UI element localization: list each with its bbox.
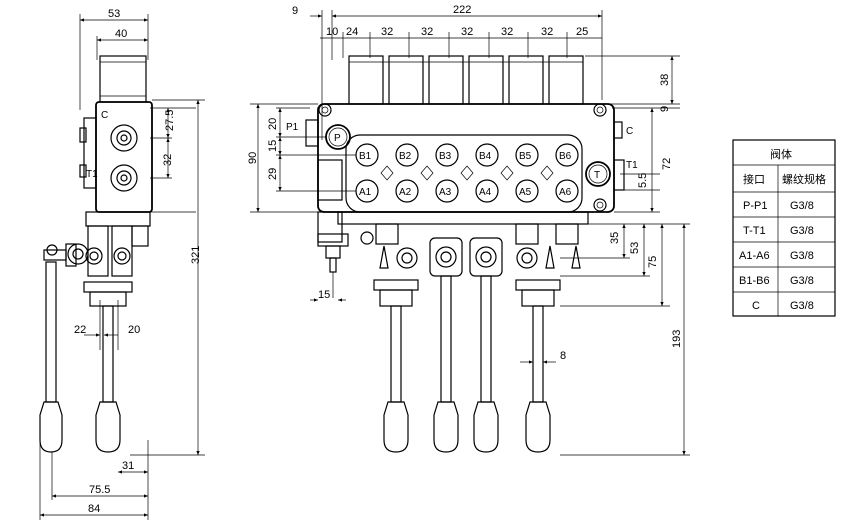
- spec-table: 阀体 接口 螺纹规格 P-P1 G3/8 T-T1 G3/8 A1-A6 G3/…: [732, 139, 836, 317]
- dim-27-5: 27.5: [164, 110, 176, 131]
- port-a4-label: A4: [479, 187, 492, 198]
- dim-32-side: 32: [162, 154, 174, 166]
- diamond-pockets: [380, 165, 554, 181]
- dim-32-a: 32: [381, 26, 393, 38]
- port-b6-label: B6: [559, 151, 572, 162]
- dim-height-321: 321: [190, 246, 202, 264]
- table-cell-thread-2: G3/8: [790, 225, 814, 237]
- pitch-ticks: [342, 32, 568, 58]
- dim-35: 35: [609, 232, 621, 244]
- b-ports: B1 B2 B3 B4 B5 B6: [355, 143, 579, 167]
- port-b1-label: B1: [359, 151, 372, 162]
- port-a2-label: A2: [399, 187, 412, 198]
- dim-15-front: 15: [267, 140, 279, 152]
- dim-193: 193: [671, 330, 683, 348]
- dim-222: 222: [453, 4, 471, 16]
- table-cell-thread-4: G3/8: [790, 275, 814, 287]
- dim-9-top: 9: [292, 5, 298, 17]
- table-cell-port-4: B1-B6: [739, 275, 770, 287]
- dim-32-c: 32: [461, 26, 473, 38]
- dim-9-right: 9: [659, 106, 671, 112]
- port-p1-label: P1: [286, 122, 299, 133]
- port-p-label: P: [334, 133, 341, 144]
- dim-32-e: 32: [541, 26, 553, 38]
- dim-84: 84: [88, 503, 100, 515]
- port-a3-label: A3: [439, 187, 452, 198]
- table-cell-port-3: A1-A6: [739, 250, 770, 262]
- port-a6-label: A6: [559, 187, 572, 198]
- dim-75: 75: [647, 256, 659, 268]
- dim-29: 29: [267, 168, 279, 180]
- side-port-c-label: C: [101, 110, 108, 121]
- dim-20-front: 20: [267, 118, 279, 130]
- spool-caps: [348, 55, 584, 105]
- port-t1-label: T1: [626, 160, 638, 171]
- dim-22: 22: [74, 324, 86, 336]
- dim-10: 10: [326, 26, 338, 38]
- dim-31: 31: [122, 460, 134, 472]
- port-b4-label: B4: [479, 151, 492, 162]
- table-title: 阀体: [770, 147, 792, 161]
- port-b3-label: B3: [439, 151, 452, 162]
- dim-90: 90: [247, 152, 259, 164]
- dim-32-d: 32: [501, 26, 513, 38]
- dim-32-b: 32: [421, 26, 433, 38]
- dim-width-40: 40: [115, 28, 127, 40]
- dim-72: 72: [661, 158, 673, 170]
- a-ports: A1 A2 A3 A4 A5 A6: [355, 179, 579, 203]
- table-cell-thread-1: G3/8: [790, 200, 814, 212]
- front-view: 9 222 10 24 32 32 32 32 32 25: [247, 4, 690, 456]
- port-a1-label: A1: [359, 187, 372, 198]
- dim-25: 25: [576, 26, 588, 38]
- table-header-thread: 螺纹规格: [782, 172, 826, 186]
- table-cell-thread-3: G3/8: [790, 250, 814, 262]
- port-b5-label: B5: [519, 151, 532, 162]
- levers: [383, 275, 551, 453]
- dim-15-bottom: 15: [318, 289, 330, 301]
- dim-5-5: 5.5: [637, 173, 649, 188]
- port-a5-label: A5: [519, 187, 532, 198]
- port-b2-label: B2: [399, 151, 412, 162]
- port-t-label: T: [594, 170, 600, 181]
- table-header-port: 接口: [743, 173, 765, 186]
- side-port-t1-label: T1: [86, 169, 98, 180]
- table-cell-port-1: P-P1: [743, 200, 767, 212]
- table-cell-port-2: T-T1: [743, 225, 766, 237]
- dim-24: 24: [346, 26, 358, 38]
- side-view: 53 40 C T1 27.5 32: [39, 8, 205, 520]
- dim-38: 38: [659, 74, 671, 86]
- dim-53: 53: [629, 242, 641, 254]
- port-c-label: C: [626, 126, 633, 137]
- dim-8: 8: [560, 350, 566, 362]
- dim-20-side: 20: [128, 324, 140, 336]
- table-cell-thread-5: G3/8: [790, 300, 814, 312]
- dim-75-5: 75.5: [89, 484, 110, 496]
- table-cell-port-5: C: [752, 300, 760, 312]
- linkages: [360, 223, 581, 307]
- dim-width-53: 53: [108, 8, 120, 20]
